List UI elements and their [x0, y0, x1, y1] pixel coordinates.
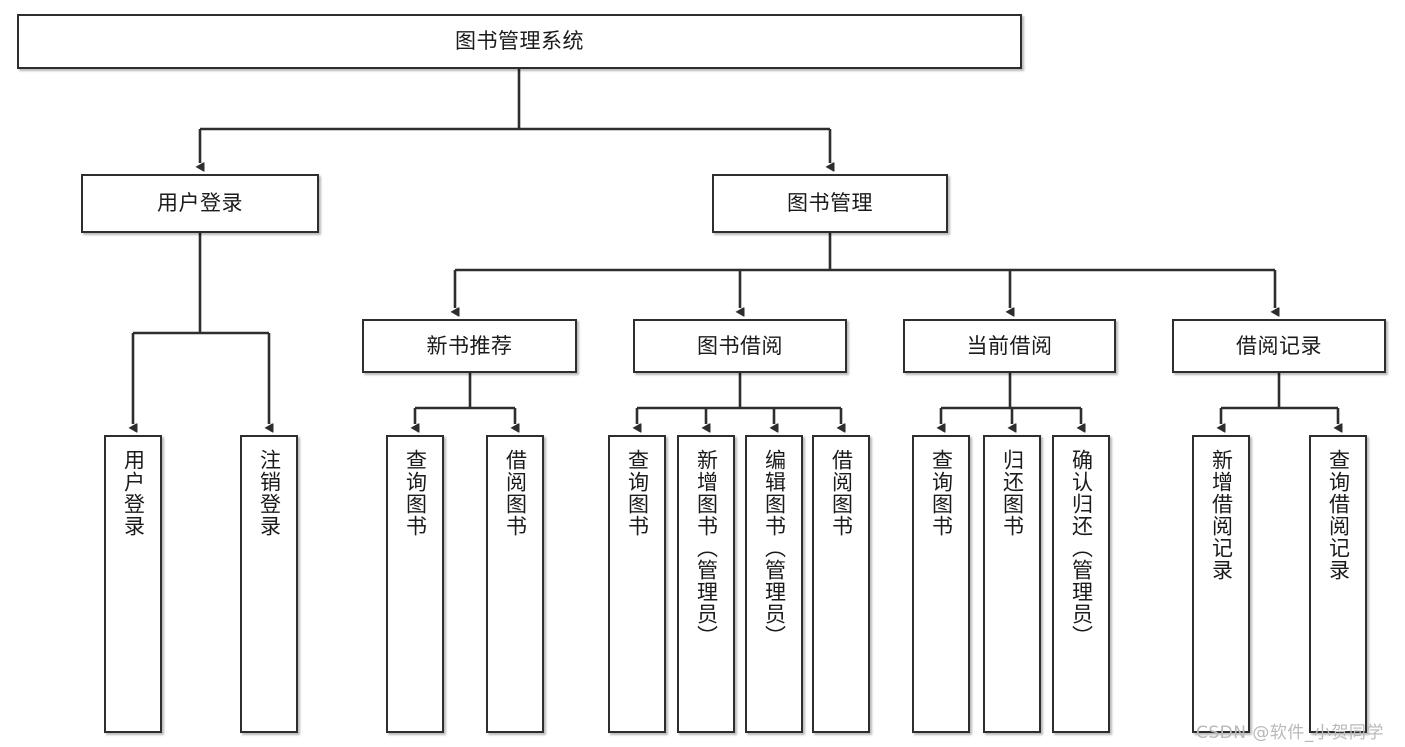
node-new-book-recommend-label: 新书推荐 — [426, 333, 513, 358]
node-leaf-return-book-label: 归还图书 — [1000, 449, 1025, 537]
node-root-图书管理系统-label: 图书管理系统 — [455, 29, 584, 54]
node-leaf-borrow-book-2-label: 借阅图书 — [829, 449, 854, 537]
node-book-manage[interactable]: 图书管理 — [712, 174, 948, 233]
node-leaf-confirm-return[interactable]: 确认归还（管理员） — [1052, 435, 1110, 733]
node-current-borrow[interactable]: 当前借阅 — [903, 319, 1116, 373]
node-book-borrow-label: 图书借阅 — [697, 333, 783, 358]
node-leaf-borrow-book-2[interactable]: 借阅图书 — [812, 435, 870, 733]
node-book-manage-label: 图书管理 — [787, 191, 873, 216]
node-leaf-user-login-label: 用户登录 — [121, 449, 146, 537]
node-leaf-add-record-label: 新增借阅记录 — [1209, 449, 1234, 581]
node-leaf-user-login[interactable]: 用户登录 — [104, 435, 162, 733]
node-leaf-add-record[interactable]: 新增借阅记录 — [1192, 435, 1250, 733]
node-leaf-logout-label: 注销登录 — [257, 449, 282, 537]
node-leaf-edit-book[interactable]: 编辑图书（管理员） — [745, 435, 803, 733]
node-leaf-borrow-book-1-label: 借阅图书 — [503, 449, 528, 537]
node-leaf-add-book[interactable]: 新增图书（管理员） — [677, 435, 735, 733]
node-book-borrow[interactable]: 图书借阅 — [633, 319, 847, 373]
node-current-borrow-label: 当前借阅 — [966, 333, 1053, 358]
node-leaf-add-book-label: 新增图书（管理员） — [694, 449, 719, 647]
node-leaf-borrow-book-1[interactable]: 借阅图书 — [486, 435, 544, 733]
node-root-图书管理系统[interactable]: 图书管理系统 — [17, 14, 1022, 69]
node-new-book-recommend[interactable]: 新书推荐 — [362, 319, 577, 373]
node-leaf-return-book[interactable]: 归还图书 — [983, 435, 1041, 733]
node-borrow-record-label: 借阅记录 — [1236, 333, 1322, 358]
node-leaf-logout[interactable]: 注销登录 — [240, 435, 298, 733]
node-leaf-query-book-3[interactable]: 查询图书 — [912, 435, 970, 733]
node-borrow-record[interactable]: 借阅记录 — [1172, 319, 1386, 373]
node-leaf-query-book-2-label: 查询图书 — [625, 449, 650, 537]
node-leaf-query-book-3-label: 查询图书 — [929, 449, 954, 537]
node-user-login[interactable]: 用户登录 — [81, 174, 319, 233]
node-leaf-query-book-1-label: 查询图书 — [403, 449, 428, 537]
node-leaf-confirm-return-label: 确认归还（管理员） — [1069, 449, 1094, 647]
csdn-watermark: CSDN @软件_小贺同学 — [1196, 723, 1384, 743]
node-leaf-query-record-label: 查询借阅记录 — [1326, 449, 1351, 581]
node-leaf-query-book-2[interactable]: 查询图书 — [608, 435, 666, 733]
node-user-login-label: 用户登录 — [157, 191, 243, 216]
node-leaf-query-record[interactable]: 查询借阅记录 — [1309, 435, 1367, 733]
node-leaf-edit-book-label: 编辑图书（管理员） — [762, 449, 787, 647]
node-leaf-query-book-1[interactable]: 查询图书 — [386, 435, 444, 733]
